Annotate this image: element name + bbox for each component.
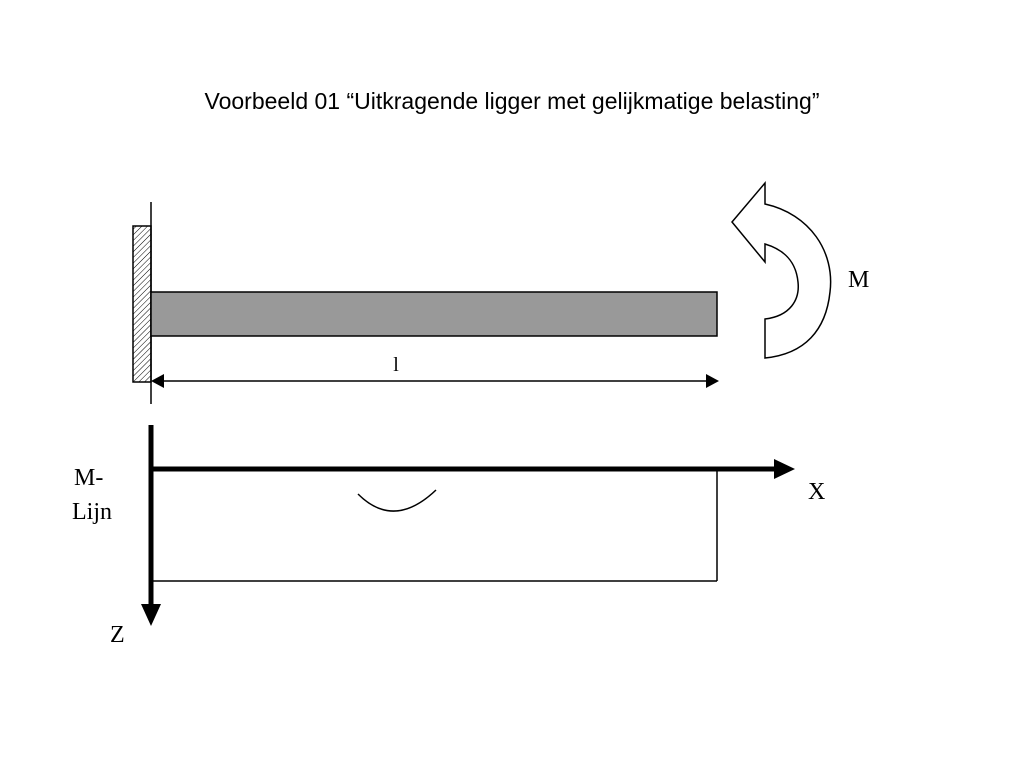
moment-arrow-icon bbox=[731, 180, 832, 359]
length-dimension bbox=[151, 374, 719, 388]
x-axis-arrowhead bbox=[774, 459, 795, 479]
moment-line-diagram bbox=[141, 425, 795, 626]
m-lijn-label-line1: M- bbox=[74, 465, 103, 491]
fixed-support bbox=[132, 202, 152, 404]
m-lijn-label-line2: Lijn bbox=[72, 499, 112, 525]
z-axis-arrowhead bbox=[141, 604, 161, 626]
moment-curve bbox=[357, 489, 437, 512]
x-axis-label: X bbox=[808, 479, 825, 505]
cantilever-beam bbox=[150, 291, 718, 337]
moment-label: M bbox=[848, 267, 869, 293]
slide-title: Voorbeeld 01 “Uitkragende ligger met gel… bbox=[204, 88, 820, 114]
z-axis-label: Z bbox=[110, 622, 125, 648]
length-label: l bbox=[393, 354, 399, 376]
